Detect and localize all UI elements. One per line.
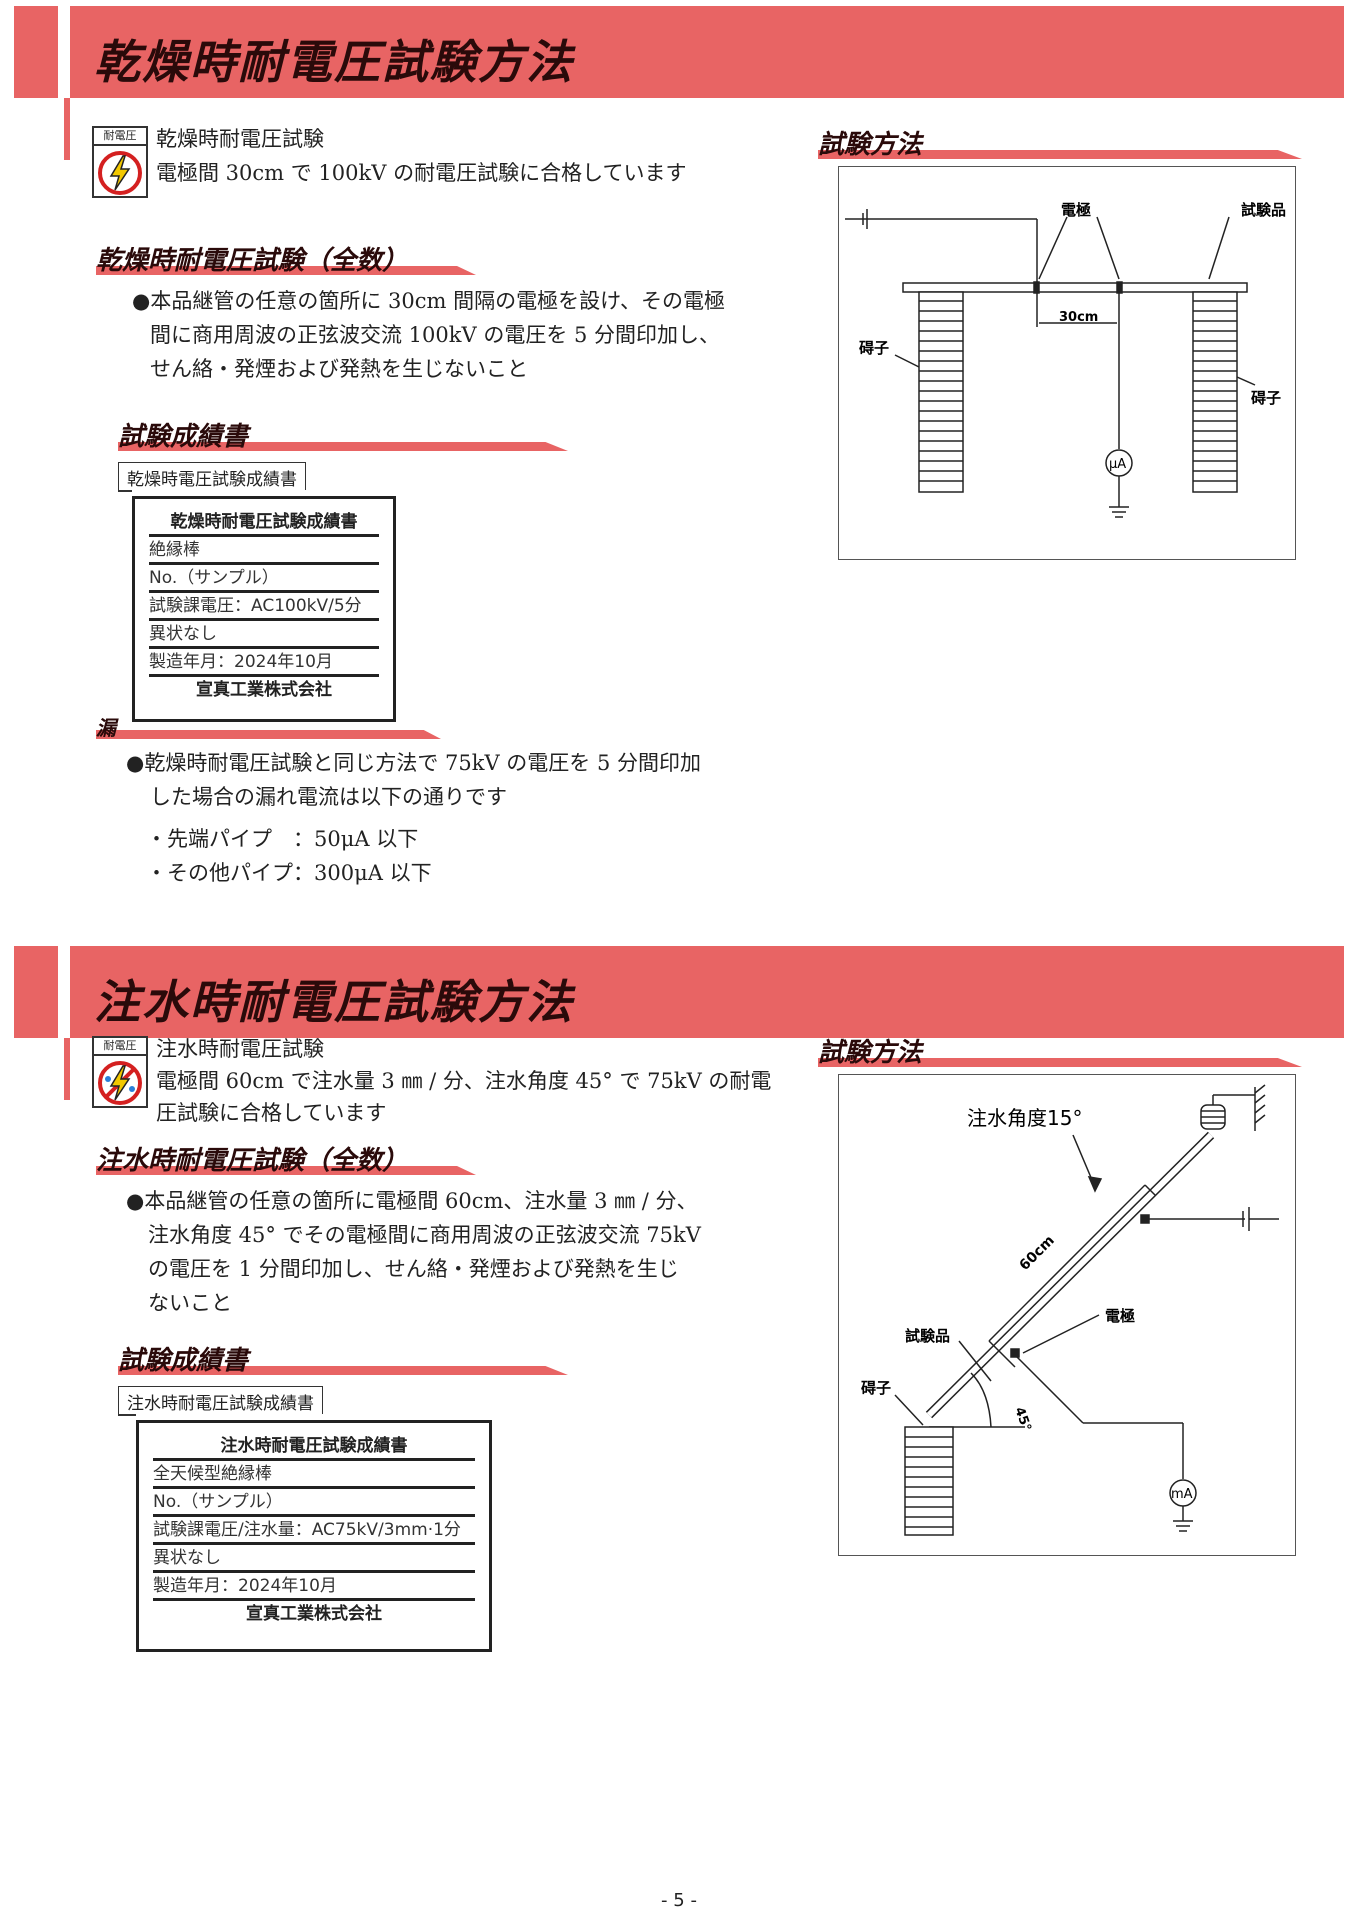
- banner-tail: [64, 1038, 70, 1100]
- page-number: - 5 -: [661, 1890, 697, 1911]
- dry-leak-heading: 漏: [96, 712, 441, 741]
- section-title-wet: 注水時耐電圧試験方法: [94, 975, 574, 1029]
- cert-row: 製造年月：2024年10月: [149, 649, 379, 677]
- wet-all-line4: ないこと: [148, 1291, 232, 1315]
- wet-test-diagram: 注水角度15° 60cm 電極 試験品 碍子 45° mA: [838, 1074, 1296, 1556]
- dry-leak-item1: ・先端パイプ ：50μA 以下: [146, 827, 419, 851]
- cert-title: 注水時耐電圧試験成績書: [153, 1433, 475, 1461]
- label-spray-angle: 注水角度15°: [967, 1106, 1082, 1130]
- label-distance: 60cm: [1017, 1233, 1058, 1274]
- cert-row: 製造年月：2024年10月: [153, 1573, 475, 1601]
- wet-all-line2: 注水角度 45° でその電極間に商用周波の正弦波交流 75kV: [148, 1223, 701, 1247]
- badge-label: 耐電圧: [94, 128, 146, 146]
- heading-bar: [96, 1166, 476, 1175]
- heading-label: 試験成績書: [118, 1346, 249, 1376]
- cert-row: 絶縁棒: [149, 537, 379, 565]
- cert-company: 宣真工業株式会社: [196, 680, 332, 700]
- heading-label: 注水時耐電圧試験（全数）: [96, 1146, 409, 1176]
- badge-label: 耐電圧: [94, 1038, 146, 1056]
- banner-tail: [64, 98, 70, 160]
- label-meter: μA: [1109, 457, 1126, 472]
- section-banner-dry: 乾燥時耐電圧試験方法: [14, 6, 1344, 160]
- label-insulator-left: 碍子: [859, 339, 889, 357]
- wet-intro-line1: 注水時耐電圧試験: [156, 1037, 324, 1061]
- heading-bar: [818, 150, 1302, 159]
- wet-certificate: 注水時耐電圧試験成績書 全天候型絶縁棒 No.（サンプル） 試験課電圧/注水量：…: [136, 1420, 492, 1652]
- label-insulator-right: 碍子: [1251, 389, 1281, 407]
- heading-bar: [118, 442, 568, 451]
- wet-result-heading: 試験成績書: [118, 1340, 568, 1377]
- heading-bar: [96, 730, 441, 739]
- label-insulator: 碍子: [861, 1379, 891, 1397]
- dry-all-heading: 乾燥時耐電圧試験（全数）: [96, 240, 476, 277]
- dry-result-heading: 試験成績書: [118, 416, 568, 453]
- heading-bar: [118, 1366, 568, 1375]
- heading-label: 試験方法: [818, 130, 923, 160]
- heading-bar: [818, 1058, 1302, 1067]
- label-meter: mA: [1171, 1487, 1193, 1502]
- banner-notch: [58, 946, 70, 1038]
- cert-tab-line: [118, 1414, 136, 1416]
- label-electrode: 電極: [1061, 201, 1091, 219]
- dry-all-line3: せん絡・発煙および発熱を生じないこと: [150, 357, 528, 381]
- heading-label: 乾燥時耐電圧試験（全数）: [96, 246, 409, 276]
- dry-cert-tab: 乾燥時電圧試験成績書: [118, 462, 306, 490]
- label-distance: 30cm: [1059, 310, 1098, 325]
- dry-all-line2: 間に商用周波の正弦波交流 100kV の電圧を 5 分間印加し、: [150, 323, 721, 347]
- dry-intro-line2: 電極間 30cm で 100kV の耐電圧試験に合格しています: [156, 161, 687, 185]
- label-sample: 試験品: [1241, 201, 1286, 219]
- cert-row: No.（サンプル）: [153, 1489, 475, 1517]
- cert-row: 試験課電圧：AC100kV/5分: [149, 593, 379, 621]
- wet-diagram-svg: 注水角度15° 60cm 電極 試験品 碍子 45° mA: [861, 1084, 1279, 1536]
- cert-row: 異状なし: [153, 1545, 475, 1573]
- wet-intro-line3: 圧試験に合格しています: [156, 1101, 387, 1125]
- heading-label: 試験方法: [818, 1038, 923, 1068]
- heading-label: 漏: [96, 716, 116, 740]
- wet-all-heading: 注水時耐電圧試験（全数）: [96, 1140, 476, 1177]
- cert-row: No.（サンプル）: [149, 565, 379, 593]
- insulator-left-ribs: [919, 300, 963, 482]
- wet-cert-tab: 注水時耐電圧試験成績書: [118, 1386, 323, 1414]
- banner-notch: [58, 6, 70, 98]
- label-sample: 試験品: [905, 1327, 950, 1345]
- cert-row: 試験課電圧/注水量：AC75kV/3mm·1分: [153, 1517, 475, 1545]
- wet-all-line3: の電圧を 1 分間印加し、せん絡・発煙および発熱を生じ: [148, 1257, 679, 1281]
- lightning-icon: [98, 151, 142, 195]
- dry-method-heading: 試験方法: [818, 124, 1302, 161]
- cert-tab-line: [118, 490, 132, 492]
- voltage-badge-icon: 耐電圧: [92, 126, 148, 198]
- label-electrode: 電極: [1105, 1307, 1135, 1325]
- dry-intro-line1: 乾燥時耐電圧試験: [156, 127, 324, 151]
- dry-test-diagram: 電極 試験品 30cm 碍子 碍子 μA: [838, 166, 1296, 560]
- wet-all-line1: ●本品継管の任意の箇所に電極間 60cm、注水量 3 ㎜ / 分、: [126, 1189, 698, 1213]
- dry-leak-item2: ・その他パイプ：300μA 以下: [146, 861, 432, 885]
- section-banner-wet: 注水時耐電圧試験方法: [14, 946, 1344, 1100]
- heading-label: 試験成績書: [118, 422, 249, 452]
- cert-row: 異状なし: [149, 621, 379, 649]
- wet-voltage-badge-icon: 耐電圧: [92, 1036, 148, 1108]
- dry-leak-line2: した場合の漏れ電流は以下の通りです: [150, 785, 507, 809]
- cert-title: 乾燥時耐電圧試験成績書: [149, 509, 379, 537]
- heading-bar: [96, 266, 476, 275]
- wet-method-heading: 試験方法: [818, 1032, 1302, 1069]
- section-title-dry: 乾燥時耐電圧試験方法: [94, 35, 574, 89]
- cert-company: 宣真工業株式会社: [246, 1604, 382, 1624]
- label-angle: 45°: [1011, 1405, 1034, 1433]
- dry-all-line1: ●本品継管の任意の箇所に 30cm 間隔の電極を設け、その電極: [132, 289, 726, 313]
- dry-certificate: 乾燥時耐電圧試験成績書 絶縁棒 No.（サンプル） 試験課電圧：AC100kV/…: [132, 496, 396, 722]
- cert-row: 全天候型絶縁棒: [153, 1461, 475, 1489]
- wet-intro-line2: 電極間 60cm で注水量 3 ㎜ / 分、注水角度 45° で 75kV の耐…: [156, 1069, 772, 1093]
- dry-diagram-svg: 電極 試験品 30cm 碍子 碍子 μA: [845, 201, 1286, 518]
- rain-lightning-icon: [98, 1061, 142, 1105]
- dry-leak-line1: ●乾燥時耐電圧試験と同じ方法で 75kV の電圧を 5 分間印加: [126, 751, 701, 775]
